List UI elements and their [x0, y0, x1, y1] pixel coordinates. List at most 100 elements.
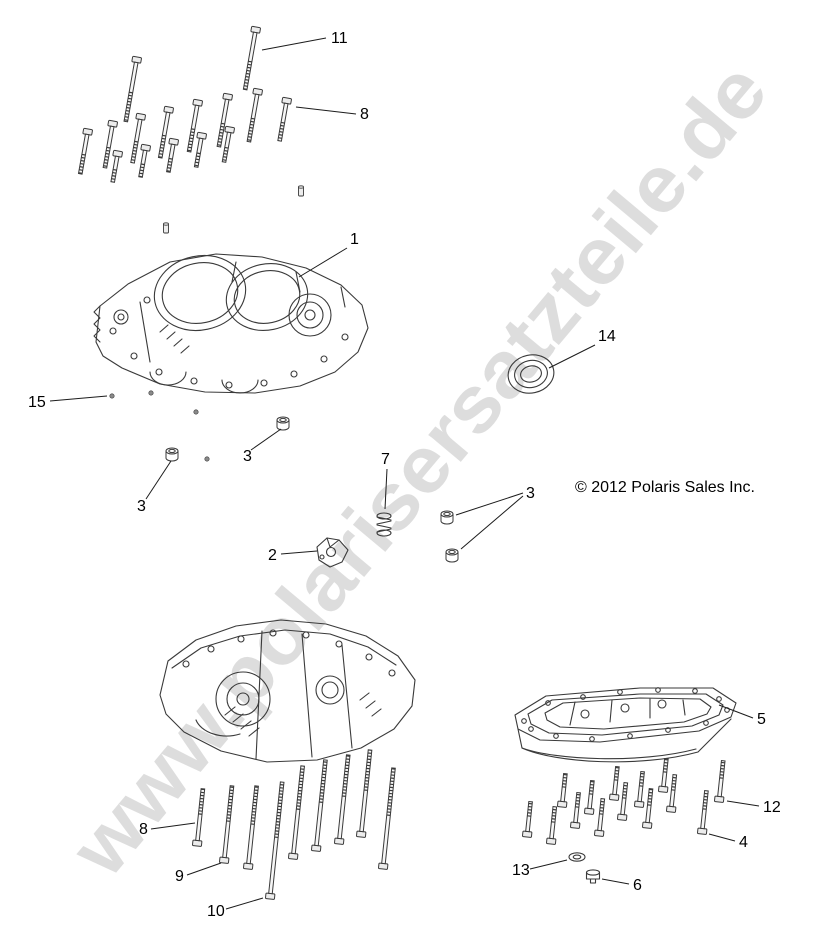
bolt-icon [288, 765, 306, 860]
bolt-icon [617, 781, 629, 821]
callout-label: 12 [763, 799, 781, 816]
leader-line [548, 344, 596, 369]
leader-line [261, 37, 327, 51]
bolt-icon [192, 788, 206, 847]
bolt-icon [157, 105, 174, 159]
leader-line [529, 859, 568, 870]
bolt-icon [219, 785, 235, 864]
leader-line [384, 468, 388, 510]
callout-5: 5 [718, 704, 766, 728]
bolt-icon [216, 92, 233, 148]
leader-line [150, 822, 196, 830]
callout-label: 8 [360, 106, 369, 123]
callout-label: 11 [331, 30, 348, 47]
bottom-left-bolts-group [192, 749, 396, 900]
bolt-icon [110, 149, 123, 183]
bolt-icon [594, 797, 606, 837]
leader-line [145, 460, 172, 500]
leader-line [250, 428, 282, 451]
leader-line [280, 550, 318, 555]
callout-label: 6 [633, 877, 642, 894]
callout-label: 3 [526, 485, 535, 502]
callout-label: 5 [757, 711, 766, 728]
callout-10: 10 [207, 897, 264, 920]
dowel-pin-icon [298, 185, 304, 197]
bottom-right-bolts-group [522, 757, 726, 845]
callout-6: 6 [601, 877, 642, 894]
callout-13: 13 [512, 859, 568, 879]
callout-14: 14 [548, 328, 616, 369]
callout-label: 7 [381, 451, 390, 468]
bolt-icon [102, 119, 118, 169]
callout-label: 3 [137, 498, 146, 515]
bolt-icon [242, 25, 261, 91]
bushing-icon [440, 510, 454, 525]
drain-plug-drawing [585, 869, 601, 884]
callout-1: 1 [298, 231, 359, 278]
bolt-icon [666, 773, 678, 813]
callout-3-c: 3 [455, 485, 535, 550]
callout-11: 11 [261, 30, 348, 51]
bolt-icon [166, 137, 179, 173]
spring-icon [376, 512, 392, 537]
callout-8-top: 8 [295, 106, 369, 123]
callout-label: 9 [175, 868, 184, 885]
leader-line [460, 495, 524, 550]
bolt-icon [609, 765, 620, 801]
watermark-text: www.polarisersatzteile.de [53, 46, 784, 893]
leader-line [298, 247, 348, 278]
bolt-icon [356, 749, 373, 838]
bolt-icon [697, 789, 709, 835]
pin-dot [204, 456, 210, 462]
bolt-icon [522, 800, 533, 838]
bolt-icon [77, 127, 93, 175]
washer-drawing [568, 852, 586, 862]
leader-line [295, 106, 357, 115]
bolt-icon [584, 779, 595, 815]
copyright-notice: © 2012 Polaris Sales Inc. [575, 479, 755, 496]
leader-line [455, 492, 524, 516]
bolt-icon [138, 143, 151, 178]
bushing-icon [276, 416, 290, 431]
pin-dot [193, 409, 199, 415]
pin-dot [109, 393, 115, 399]
callout-2: 2 [268, 547, 318, 564]
pin-dot [148, 390, 154, 396]
bolt-icon [334, 754, 351, 845]
callout-9: 9 [175, 862, 222, 885]
seal-drawing [507, 354, 555, 394]
callout-label: 2 [268, 547, 277, 564]
bolt-icon [311, 759, 328, 852]
bolt-icon [557, 772, 568, 808]
leader-line [225, 897, 264, 910]
leader-line [708, 833, 736, 842]
callout-3-b: 3 [137, 460, 172, 515]
callout-15: 15 [28, 394, 108, 411]
bolt-icon [246, 87, 263, 143]
bolt-icon [570, 791, 581, 829]
callout-7: 7 [381, 451, 390, 510]
bolt-icon [378, 767, 396, 870]
top-bolts-group [77, 25, 292, 183]
leader-line [49, 395, 108, 402]
lower-crankcase-drawing [159, 619, 416, 763]
callout-label: 8 [139, 821, 148, 838]
bolt-icon [221, 125, 235, 163]
dowel-pin-icon [163, 222, 169, 234]
bushing-icon [445, 548, 459, 563]
bushing-icon [165, 447, 179, 462]
leader-line [718, 704, 754, 719]
bolt-icon [714, 759, 726, 803]
callout-label: 14 [598, 328, 616, 345]
bolt-icon [634, 770, 645, 808]
bolt-icon [265, 781, 285, 900]
callout-label: 3 [243, 448, 252, 465]
bolt-icon [123, 55, 142, 123]
callout-12: 12 [726, 799, 781, 816]
bolt-icon [277, 96, 292, 142]
bolt-icon [546, 805, 558, 845]
callout-8-bottom: 8 [139, 821, 196, 838]
callout-label: 1 [350, 231, 359, 248]
leader-line [726, 800, 760, 807]
